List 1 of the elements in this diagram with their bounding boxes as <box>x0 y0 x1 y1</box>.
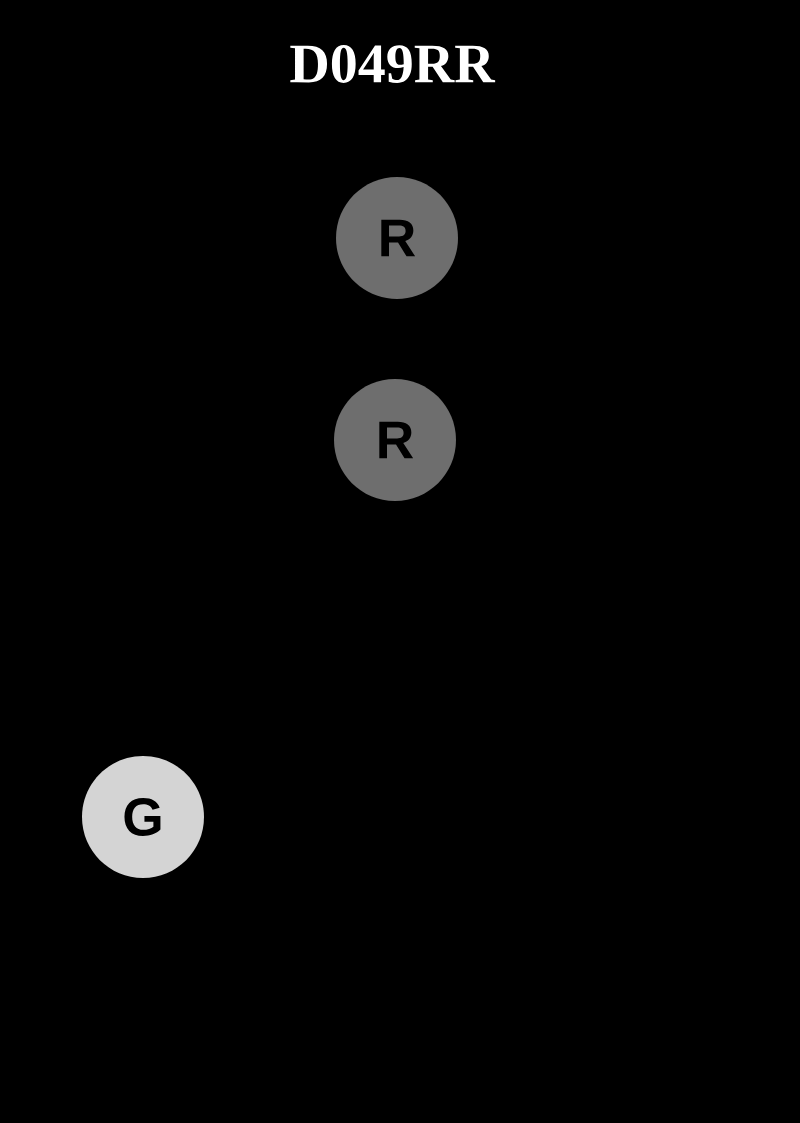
title: D049RR <box>290 45 496 83</box>
